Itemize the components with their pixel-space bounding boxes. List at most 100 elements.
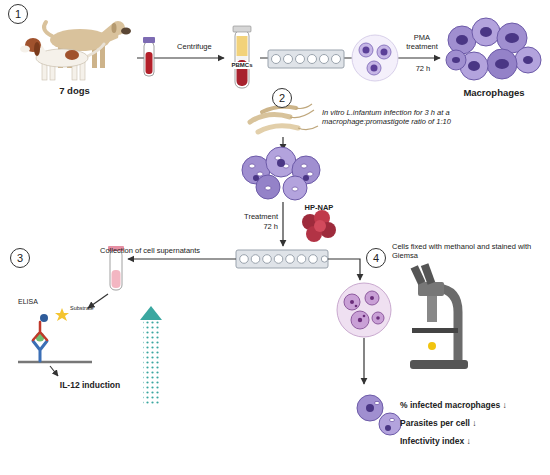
infected-macrophages [242, 147, 320, 200]
stained-slide-zoom-part [355, 305, 358, 308]
macrophage-cluster-part [505, 33, 519, 43]
collection-note: Collection of cell supernatants [100, 246, 236, 255]
method-label: ELISA [18, 298, 58, 306]
flow-arrow [328, 259, 360, 280]
pbmc-tube [233, 26, 251, 88]
connector-label: PMA treatment [401, 34, 443, 51]
dogs-group: 7 dogs [12, 18, 137, 98]
node-detail: Parasites per cell ↓ [400, 418, 477, 428]
stained-slide-zoom-part [370, 296, 374, 300]
macrophage-cluster-part [446, 50, 466, 70]
step-number: 4 [366, 248, 386, 268]
elisa-illustration-part [18, 361, 92, 364]
cell-zoom-part [381, 49, 388, 56]
fixation-note: Cells fixed with methanol and stained wi… [392, 242, 532, 260]
macrophage-cluster-part [452, 57, 460, 63]
pbmc-tube-node: PBMCs [224, 25, 260, 91]
treatment-label: Treatment [226, 212, 278, 221]
culture-plate-part [263, 255, 272, 264]
infected-macrophages-part [249, 164, 255, 168]
node-label: Macrophages [463, 87, 524, 98]
cell-zoom-part [371, 65, 378, 72]
results-panel: % infected macrophages ↓ Parasites per ce… [350, 382, 540, 452]
macrophage-cluster-part [515, 47, 541, 73]
cell-zoom [352, 35, 398, 81]
stained-slide-zoom-part [344, 294, 360, 310]
stained-slide-zoom-part [358, 318, 362, 322]
macrophage-cluster-part [456, 35, 468, 45]
infected-macrophages-part [307, 172, 313, 176]
result-cells-part [375, 401, 380, 404]
culture-plate-part [320, 55, 329, 64]
infected-macrophages-part [265, 186, 271, 190]
culture-plate-part [240, 255, 249, 264]
text-line: Infectivity index ↓ [400, 430, 540, 448]
stained-slide-zoom-part [376, 316, 380, 320]
microscope-part [438, 288, 458, 360]
stained-slide-zoom-part [351, 311, 369, 329]
cell-zoom-part [367, 61, 381, 75]
macrophage-cluster-part [487, 49, 517, 79]
result-cells-part [385, 425, 391, 431]
culture-plate-part [321, 256, 327, 262]
blood-tube-part [146, 52, 153, 74]
infected-macrophages-part [301, 164, 307, 168]
macrophage-cluster [446, 18, 541, 80]
microscope-part [410, 360, 468, 369]
elisa-illustration-part [50, 366, 58, 376]
microscope-part [428, 342, 436, 350]
dog-illustration [20, 21, 131, 80]
result-cells-part [390, 418, 395, 421]
culture-plate-part [309, 255, 318, 264]
elisa-illustration-part [33, 322, 47, 340]
result-label: IL-12 induction [40, 380, 140, 390]
duration-label: 72 h [404, 64, 442, 73]
dog-illustration-part [121, 28, 131, 35]
text-line: % infected macrophages ↓ [400, 394, 540, 412]
infected-macrophages-part [257, 172, 263, 176]
dog-illustration-part [65, 50, 79, 60]
text-line: 7 dogs [12, 80, 137, 98]
promastigote-parasites-part [298, 126, 318, 130]
promastigote-parasites-part [290, 110, 314, 118]
pbmc-tube-part [233, 26, 251, 32]
stained-slide-zoom-part [365, 291, 379, 305]
culture-plate-part [268, 50, 344, 68]
culture-plate-part [251, 255, 260, 264]
text-line: HP-NAP [290, 196, 348, 214]
node-label: % infected macrophages ↓ [400, 400, 507, 410]
result-cells-part [379, 413, 401, 435]
culture-plate [268, 50, 344, 68]
cell-zoom-part [359, 43, 373, 57]
text-line: Parasites per cell ↓ [400, 412, 540, 430]
node-label: PBMCs [230, 62, 253, 69]
node-detail: Infectivity index ↓ [400, 436, 471, 446]
macrophage-cluster-part [472, 18, 500, 46]
substrate-label: Substrate [70, 305, 110, 312]
result-cells-part [366, 404, 374, 412]
dog-illustration-part [88, 44, 104, 56]
node-label: HP-NAP [305, 203, 334, 212]
macrophage-cluster-part [468, 61, 480, 71]
elisa-illustration [18, 308, 92, 376]
infection-note: In vitro L.infantum infection for 3 h at… [322, 108, 470, 126]
blood-tube-part [143, 37, 155, 43]
stained-slide-zoom [337, 283, 391, 337]
pbmc-tube-part [237, 36, 248, 56]
infected-macrophages-part [303, 175, 309, 181]
culture-plate-part [284, 55, 293, 64]
hp-nap-blob-part [314, 220, 326, 232]
flow-arrow [282, 202, 283, 246]
culture-plate-part [286, 255, 295, 264]
text-line: Macrophages [440, 82, 548, 100]
promastigote-parasites-part [258, 126, 298, 132]
culture-plate [236, 250, 328, 268]
node-label: 7 dogs [59, 85, 90, 96]
dog-illustration-part [44, 22, 52, 36]
macrophage-cluster-part [495, 59, 509, 69]
node-text-group: Macrophages [440, 82, 548, 100]
induction-arrow-part [140, 306, 162, 320]
microscope-part [418, 282, 444, 296]
culture-plate-part [297, 255, 306, 264]
